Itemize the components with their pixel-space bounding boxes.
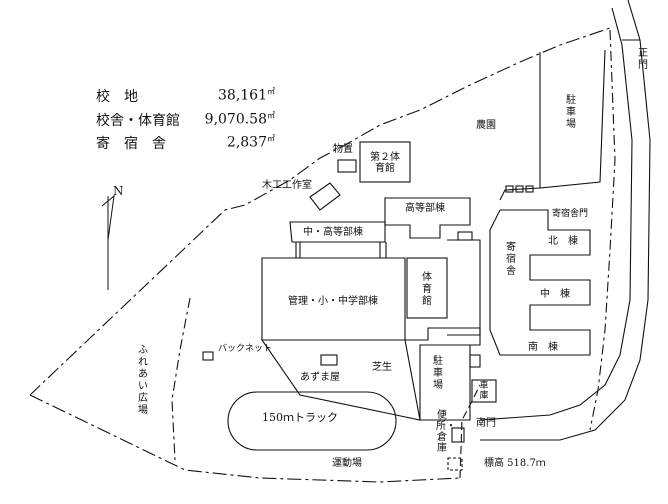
label-gym2: 第２体育館 bbox=[370, 152, 400, 174]
label-fureai: ふれあい広場 bbox=[138, 345, 148, 416]
label-middle-high: 中・高等部棟 bbox=[303, 227, 363, 238]
connector-1 bbox=[295, 242, 387, 258]
connector-2 bbox=[447, 239, 481, 336]
stat-value-dorm: 2,837㎡ bbox=[205, 133, 275, 151]
boundary-line-east bbox=[589, 29, 616, 431]
road-outer bbox=[480, 0, 651, 441]
label-farm: 農園 bbox=[476, 120, 496, 131]
lawn-outline bbox=[260, 339, 421, 421]
stat-number-site: 38,161 bbox=[218, 87, 267, 104]
label-main-gate: 正門 bbox=[638, 48, 648, 71]
stat-unit-site: ㎡ bbox=[267, 87, 275, 96]
label-lawn: 芝生 bbox=[372, 362, 392, 373]
road-inner bbox=[479, 7, 633, 421]
gym-building bbox=[406, 257, 448, 319]
label-high-school: 高等部棟 bbox=[405, 203, 445, 214]
dorm-outline bbox=[489, 209, 591, 356]
stat-value-site: 38,161㎡ bbox=[205, 86, 275, 104]
stat-label-site: 校 地 bbox=[96, 89, 138, 105]
toilet-building bbox=[451, 427, 465, 443]
boundary-line-west bbox=[29, 394, 461, 483]
storage-building bbox=[337, 159, 357, 173]
boundary-line-south bbox=[171, 297, 191, 461]
compass-north-label: N bbox=[113, 184, 124, 198]
central-building-links bbox=[405, 327, 481, 346]
farm-edge bbox=[499, 187, 541, 201]
stat-unit-building: ㎡ bbox=[267, 111, 275, 120]
label-dorm-south: 南 棟 bbox=[528, 342, 558, 353]
label-track: 150ｍトラック bbox=[262, 411, 338, 424]
boundary-line-inner bbox=[459, 384, 481, 479]
label-south-gate: 南門 bbox=[476, 418, 496, 429]
stat-number-dorm: 2,837 bbox=[226, 134, 267, 151]
stat-unit-dorm: ㎡ bbox=[267, 134, 275, 143]
storage-small bbox=[447, 457, 463, 471]
stairs-hatch bbox=[202, 231, 481, 368]
label-gym: 体育館 bbox=[422, 272, 432, 307]
central-parking-block bbox=[419, 344, 471, 421]
gym2-building bbox=[359, 141, 411, 183]
label-garage: 車庫 bbox=[479, 381, 489, 401]
label-admin: 管理・小・中学部棟 bbox=[288, 296, 378, 307]
label-dorm-middle: 中 棟 bbox=[540, 289, 570, 300]
garage-building bbox=[471, 379, 497, 403]
azumaya-building bbox=[320, 354, 338, 366]
label-dorm-gate: 寄宿舎門 bbox=[552, 209, 589, 219]
high-school-building bbox=[384, 197, 471, 239]
woodshop-building bbox=[309, 182, 341, 211]
parking-east-outline bbox=[539, 49, 606, 189]
stat-value-building: 9,070.58㎡ bbox=[195, 110, 275, 128]
label-backstop: バックネット bbox=[218, 344, 273, 354]
label-playground: 運動場 bbox=[332, 458, 362, 469]
label-azumaya: あずま屋 bbox=[300, 372, 340, 383]
label-dorm-north: 北 棟 bbox=[548, 236, 578, 247]
label-elevation: 標高 518.7ｍ bbox=[484, 458, 546, 469]
east-gate-boxes bbox=[505, 185, 534, 193]
boundary-line-north bbox=[29, 27, 611, 396]
stat-label-building: 校舎・体育館 bbox=[96, 113, 180, 129]
label-woodshop: 木工工作室 bbox=[262, 180, 312, 191]
label-dorm: 寄宿舎 bbox=[506, 242, 516, 277]
label-storage: 物置 bbox=[333, 144, 353, 155]
label-parking-east: 駐車場 bbox=[566, 95, 576, 130]
label-toilet-storage: 便所・倉庫 bbox=[436, 410, 456, 454]
label-parking-center: 駐車場 bbox=[433, 356, 443, 391]
middle-high-building bbox=[289, 221, 386, 243]
track bbox=[227, 391, 397, 451]
compass bbox=[101, 194, 115, 290]
stat-number-building: 9,070.58 bbox=[204, 111, 267, 128]
stat-label-dorm: 寄 宿 舎 bbox=[96, 136, 166, 152]
